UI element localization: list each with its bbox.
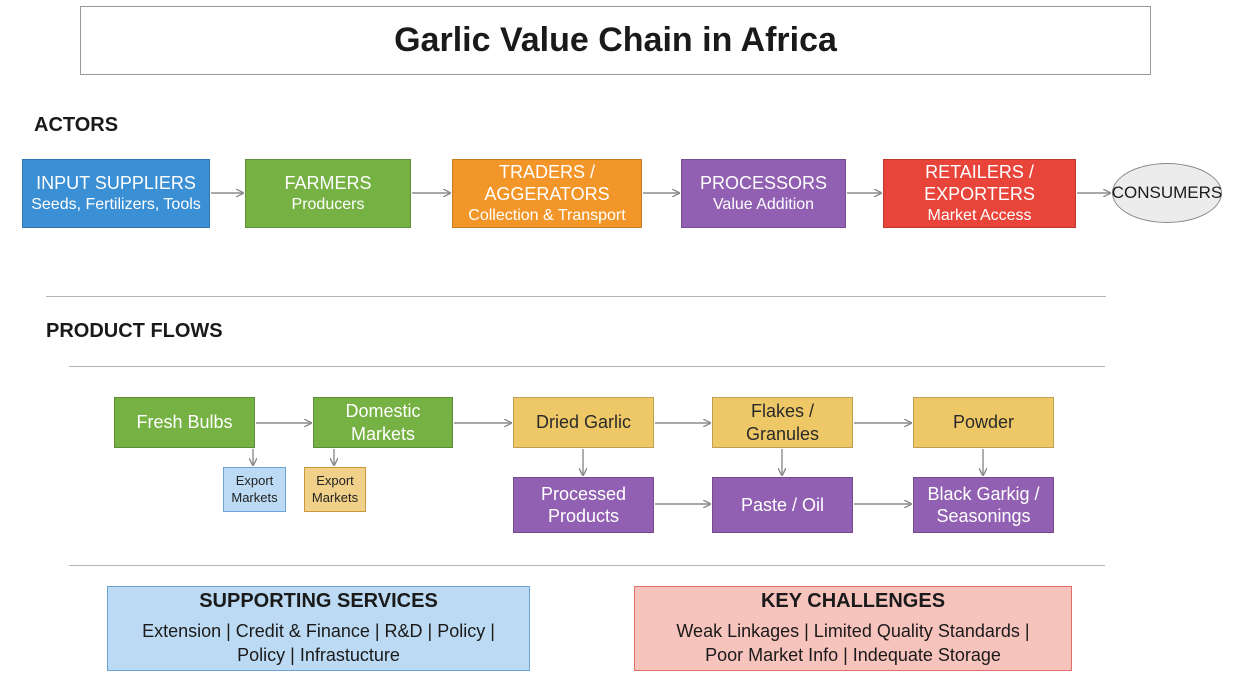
node-dried-garlic: Dried Garlic (513, 397, 654, 448)
node-export-markets-2: Export Markets (304, 467, 366, 512)
panel-heading: SUPPORTING SERVICES (199, 589, 438, 612)
actor-input-suppliers: INPUT SUPPLIERS Seeds, Fertilizers, Tool… (22, 159, 210, 228)
node-paste-oil: Paste / Oil (712, 477, 853, 533)
node-domestic-markets: Domestic Markets (313, 397, 453, 448)
node-export-markets-1: Export Markets (223, 467, 286, 512)
actor-traders-aggregators: TRADERS / AGGERATORS Collection & Transp… (452, 159, 642, 228)
node-flakes-granules: Flakes / Granules (712, 397, 853, 448)
diagram-title: Garlic Value Chain in Africa (80, 6, 1151, 75)
actor-subtitle: Collection & Transport (468, 206, 626, 224)
actor-subtitle: Value Addition (712, 195, 815, 213)
panel-heading: KEY CHALLENGES (760, 589, 946, 612)
actor-subtitle: Producers (291, 195, 365, 213)
actor-farmers: FARMERS Producers (245, 159, 411, 228)
consumers-node: CONSUMERS (1112, 163, 1222, 223)
actor-subtitle: Market Access (927, 206, 1032, 224)
actor-title: FARMERS (284, 173, 372, 194)
node-powder: Powder (913, 397, 1054, 448)
actor-title: TRADERS / AGGERATORS (484, 162, 610, 204)
actor-subtitle: Seeds, Fertilizers, Tools (31, 195, 201, 213)
divider-bottom (69, 565, 1105, 566)
section-label-actors: ACTORS (34, 114, 119, 136)
panel-line: Policy | Infrastucture (237, 645, 400, 665)
actor-processors: PROCESSORS Value Addition (681, 159, 846, 228)
node-black-garlic-seasonings: Black Garkig / Seasonings (913, 477, 1054, 533)
actor-retailers-exporters: RETAILERS / EXPORTERS Market Access (883, 159, 1076, 228)
panel-line: Extension | Credit & Finance | R&D | Pol… (142, 620, 495, 641)
node-fresh-bulbs: Fresh Bulbs (114, 397, 255, 448)
divider-product-flows (69, 366, 1105, 367)
divider-actors (46, 296, 1106, 297)
node-processed-products: Processed Products (513, 477, 654, 533)
actor-title: RETAILERS / EXPORTERS (924, 162, 1035, 204)
panel-line: Weak Linkages | Limited Quality Standard… (676, 620, 1030, 641)
actor-title: INPUT SUPPLIERS (36, 173, 196, 194)
panel-supporting-services: SUPPORTING SERVICES Extension | Credit &… (107, 586, 530, 671)
panel-key-challenges: KEY CHALLENGES Weak Linkages | Limited Q… (634, 586, 1072, 671)
section-label-product-flows: PRODUCT FLOWS (46, 320, 223, 342)
panel-line: Poor Market Info | Indequate Storage (705, 645, 1001, 665)
actor-title: PROCESSORS (699, 173, 828, 194)
